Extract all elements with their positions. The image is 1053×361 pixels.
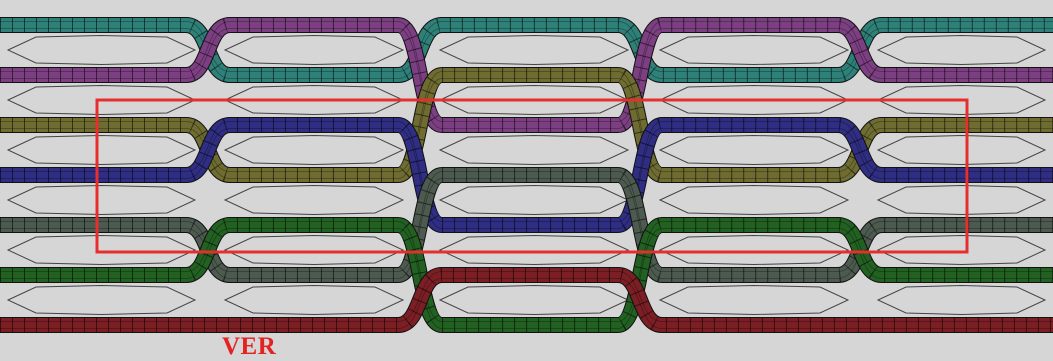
yarn-mesh-line [0,278,1053,329]
weft-section [876,134,1047,166]
yarn-mesh-line [0,171,1053,272]
weft-section [876,184,1047,216]
yarn-mesh-line [0,271,1053,322]
yarn-mesh-line [0,121,1053,222]
weft-section [876,34,1047,66]
yarn-purple [0,17,1053,133]
yarn-mesh-line [0,178,1053,279]
yarn-green [0,217,1053,333]
yarn-slate [0,167,1053,283]
yarn-mesh-elements [0,168,1053,282]
yarn-mesh-elements [0,268,1053,332]
weft-section [876,234,1047,266]
figure-caption: VER [222,333,277,360]
weft-section [438,234,630,266]
weft-section [6,34,197,66]
weft-section [438,34,630,66]
yarn-maroon [0,267,1053,333]
region-of-interest-box [95,98,969,254]
yarn-olive [0,67,1053,183]
weft-section [6,184,197,216]
yarn-mesh-elements [0,218,1053,332]
weft-section [6,234,197,266]
weft-cross-sections [6,34,1047,316]
weft-section [876,284,1047,316]
yarn-body [0,18,1053,82]
weft-section [223,34,405,66]
weft-section [658,34,850,66]
yarn-teal [0,17,1053,83]
weft-section [6,284,197,316]
yarn-mesh-elements [0,18,1053,132]
weft-section [223,284,405,316]
weft-section [658,234,850,266]
weft-section [223,134,405,166]
yarn-mesh-line [0,28,1053,129]
yarn-mesh-line [0,221,1053,322]
yarn-mesh-line [0,28,1053,79]
weft-section [658,184,850,216]
yarn-mesh-line [0,78,1053,179]
yarn-mesh-elements [0,118,1053,232]
warp-yarns [0,17,1053,333]
yarn-mesh-line [0,128,1053,229]
yarn-mesh-line [0,21,1053,72]
weft-section [438,134,630,166]
weft-section [6,134,197,166]
yarn-mesh-line [0,21,1053,122]
yarn-mesh-elements [0,68,1053,182]
weft-section [876,84,1047,116]
weft-section [223,234,405,266]
weft-section [658,284,850,316]
yarn-navy [0,117,1053,233]
yarn-mesh-line [0,228,1053,329]
weft-section [658,134,850,166]
weft-section [223,184,405,216]
yarn-mesh-line [0,71,1053,172]
